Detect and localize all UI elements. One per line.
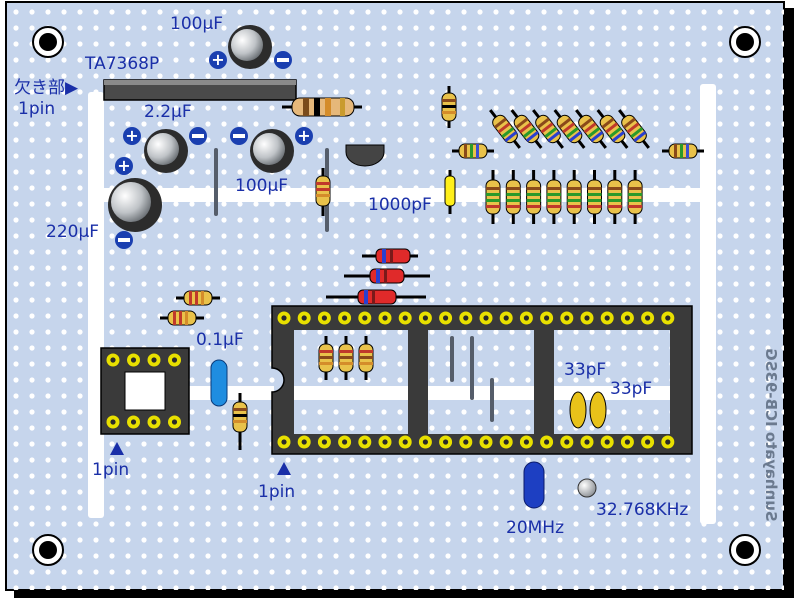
transistor xyxy=(345,144,385,167)
resistor-red-2 xyxy=(344,268,430,284)
label-cap-33p-a: 33pF xyxy=(564,360,607,380)
resistor-vertical-top xyxy=(441,86,457,128)
label-pin1-socket40: 1pin xyxy=(258,482,296,502)
label-pin1-socket8: 1pin xyxy=(92,460,130,480)
socket-8pin xyxy=(100,347,190,435)
electrolytic-cap-100u-mid: + xyxy=(230,126,313,173)
label-cap-0-1u: 0.1μF xyxy=(196,330,244,350)
capacitor-1000p xyxy=(444,170,456,214)
label-pin1-top: 1pin xyxy=(18,99,56,119)
crystal-32k xyxy=(577,478,597,498)
label-cap-1000p: 1000pF xyxy=(368,195,432,215)
resistor-red-1 xyxy=(362,248,418,264)
electrolytic-cap-2-2u: + xyxy=(123,126,207,173)
pin1-marker-socket8 xyxy=(110,442,124,455)
electrolytic-cap-220u: + xyxy=(108,156,162,249)
label-crystal-20mhz: 20MHz xyxy=(506,518,565,538)
resistor-vertical-lower xyxy=(232,393,248,450)
crystal-20mhz xyxy=(523,461,545,509)
resistor-array-socket-redraw xyxy=(318,336,374,380)
label-crystal-32k: 32.768KHz xyxy=(596,500,689,520)
label-cap-220u: 220μF xyxy=(46,222,100,242)
label-notch: 欠き部▶ xyxy=(14,78,79,98)
label-cap-2-2u: 2.2μF xyxy=(144,102,192,122)
board-brand-text: Sunhayato ICB-93SG xyxy=(762,348,780,522)
resistor-vertical-mid xyxy=(315,168,331,216)
electrolytic-cap-100u-top: + xyxy=(209,25,292,69)
ic-ta7368p xyxy=(103,79,297,101)
resistor-row-vertical xyxy=(485,170,643,224)
capacitor-0-1u xyxy=(210,359,228,407)
resistor-red-3 xyxy=(326,289,426,305)
svg-text:+: + xyxy=(125,126,138,145)
label-cap-33p-b: 33pF xyxy=(610,379,653,399)
label-ic-part: TA7368P xyxy=(85,54,160,74)
pin1-marker-socket40 xyxy=(277,462,291,475)
resistor-far-right xyxy=(662,143,704,159)
resistor-left-a xyxy=(176,290,220,306)
svg-text:+: + xyxy=(117,156,130,175)
label-cap-100u-top: 100μF xyxy=(170,14,224,34)
resistor-small-right xyxy=(452,143,494,159)
resistor-large-top xyxy=(282,97,362,117)
resistor-left-b xyxy=(160,310,204,326)
mounting-holes xyxy=(32,26,761,566)
svg-text:+: + xyxy=(211,50,224,69)
resistor-row-diagonal xyxy=(489,109,650,149)
label-cap-100u-mid: 100μF xyxy=(235,176,289,196)
socket-40pin xyxy=(271,305,693,455)
svg-text:+: + xyxy=(297,126,310,145)
capacitor-33p-pair xyxy=(569,391,607,429)
